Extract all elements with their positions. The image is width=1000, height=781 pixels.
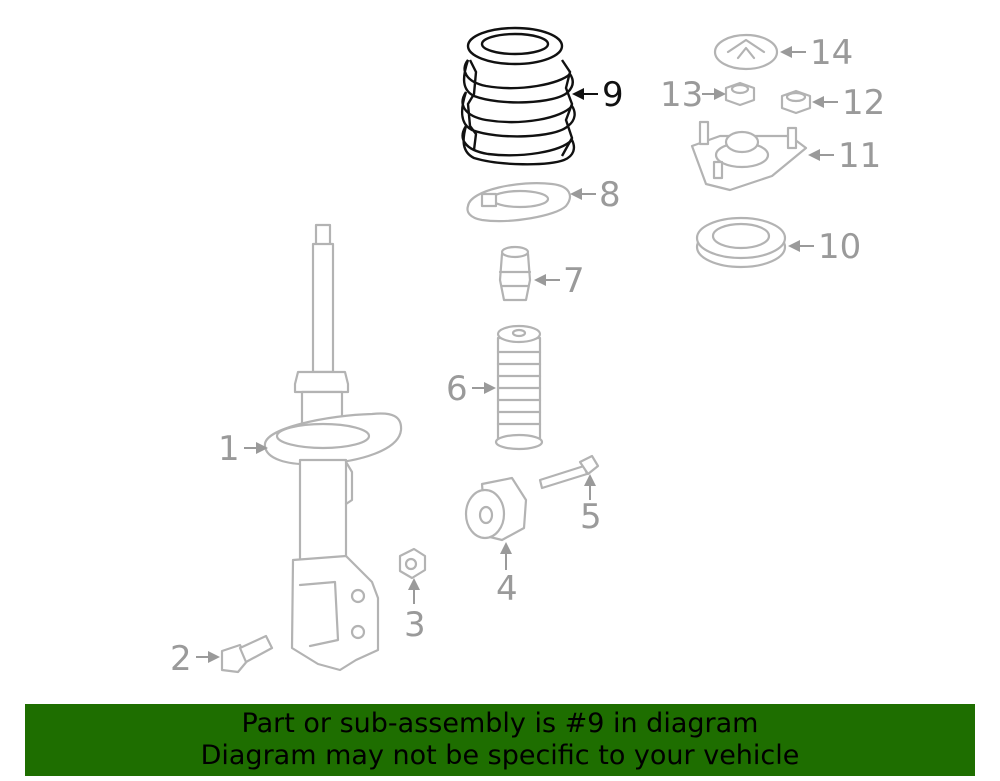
- banner-line-1: Part or sub-assembly is #9 in diagram: [241, 708, 759, 739]
- callout-6[interactable]: 6: [446, 369, 468, 409]
- callout-8[interactable]: 8: [599, 175, 621, 215]
- leader-lines: [196, 46, 838, 663]
- bolt-part-5[interactable]: [538, 454, 600, 490]
- callout-10[interactable]: 10: [818, 227, 861, 267]
- callout-7[interactable]: 7: [563, 261, 585, 301]
- bump-stop-part-7[interactable]: [498, 245, 532, 302]
- callout-3[interactable]: 3: [404, 605, 426, 645]
- nut-part-12[interactable]: [780, 89, 812, 115]
- nut-part-3[interactable]: [398, 547, 427, 580]
- bushing-part-4[interactable]: [464, 476, 528, 542]
- banner-line-2: Diagram may not be specific to your vehi…: [200, 740, 800, 771]
- callout-labels: 1 2 3 4 5 6 7 8 9 10 11 12 13 14: [170, 33, 885, 679]
- strut-assembly[interactable]: [263, 223, 403, 672]
- spring-seat-part-8[interactable]: [466, 182, 571, 223]
- callout-4[interactable]: 4: [496, 569, 518, 609]
- callout-2[interactable]: 2: [170, 639, 192, 679]
- callout-13[interactable]: 13: [660, 75, 703, 115]
- callout-11[interactable]: 11: [838, 136, 881, 176]
- mount-bearing-part-10[interactable]: [695, 216, 787, 269]
- strut-mount-part-11[interactable]: [690, 120, 808, 192]
- coil-spring-part-9[interactable]: [460, 26, 576, 166]
- nut-part-13[interactable]: [724, 81, 756, 107]
- cap-part-14[interactable]: [713, 33, 779, 71]
- callout-12[interactable]: 12: [842, 83, 885, 123]
- bolt-part-2[interactable]: [220, 634, 274, 674]
- callout-9[interactable]: 9: [602, 75, 624, 115]
- dust-boot-part-6[interactable]: [494, 324, 544, 451]
- notice-banner: Part or sub-assembly is #9 in diagram Di…: [25, 704, 975, 776]
- callout-5[interactable]: 5: [580, 497, 602, 537]
- callout-14[interactable]: 14: [810, 33, 853, 73]
- callout-1[interactable]: 1: [218, 429, 240, 469]
